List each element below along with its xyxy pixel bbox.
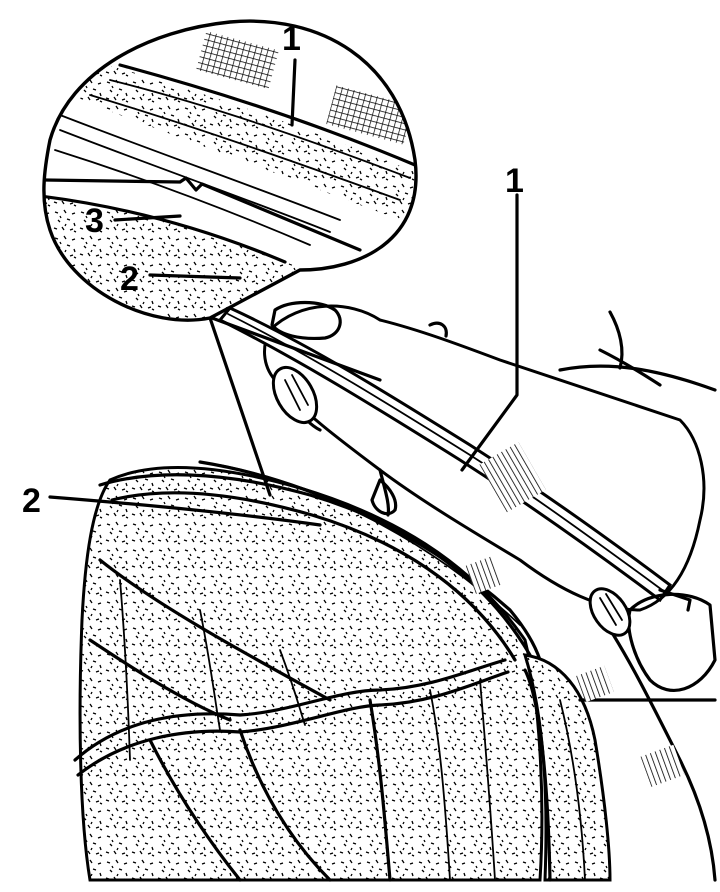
seat-cushion xyxy=(73,460,612,882)
leader-1-detail xyxy=(290,58,297,127)
leader-2-detail xyxy=(148,273,242,280)
callout-2-main: 2 xyxy=(22,482,41,520)
detail-leader-line xyxy=(208,316,272,497)
leader-3-detail xyxy=(113,214,182,222)
callout-3-detail: 3 xyxy=(85,202,104,240)
detail-circle-outline xyxy=(42,19,418,322)
trim-strip xyxy=(217,306,673,603)
callout-2-detail: 2 xyxy=(120,260,139,298)
leader-2-main xyxy=(48,495,322,527)
callout-1-main: 1 xyxy=(505,162,524,200)
hand-with-trim-strip xyxy=(217,300,717,692)
leader-1-main xyxy=(460,193,519,472)
callout-1-detail: 1 xyxy=(282,20,301,58)
detail-leader-line xyxy=(210,316,382,382)
callout-labels: 1 1 2 2 3 xyxy=(22,20,524,520)
callout-leaders xyxy=(48,58,519,527)
